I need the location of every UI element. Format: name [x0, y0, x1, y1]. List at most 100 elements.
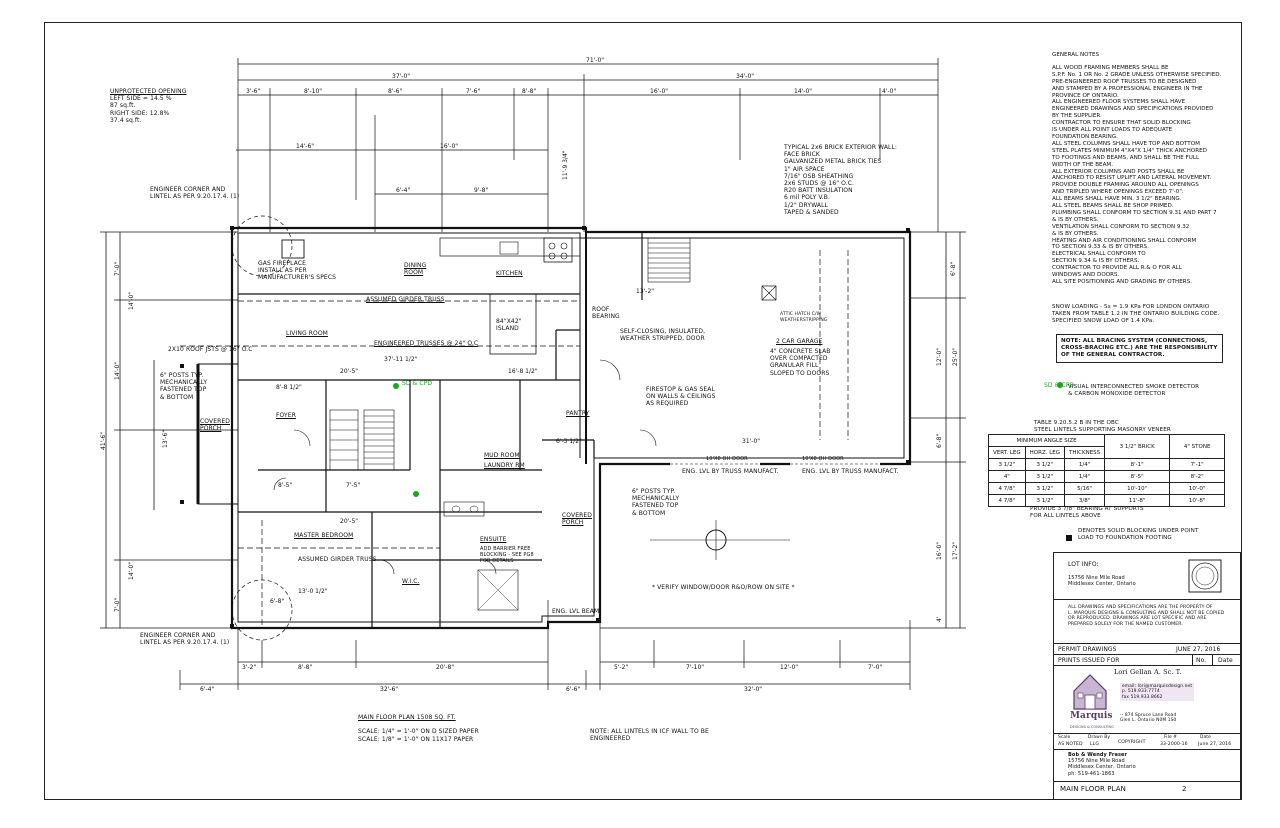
lintel-table: MINIMUM ANGLE SIZE 3 1/2" BRICK 4" STONE… [987, 434, 1226, 507]
eng-lvl-label-2: ENG. LVL BY TRUSS MANUFACT. [802, 468, 899, 475]
dim-left-3: 14'-0" [114, 361, 121, 380]
dim-int-3: 16'-8 1/2" [508, 368, 538, 375]
dim-int-8: 8'-5" [278, 482, 293, 489]
dim-bottom-6: 12'-0" [780, 664, 799, 671]
general-note-line: ALL SITE POSITIONING AND GRADING BY OTHE… [1052, 279, 1193, 285]
house-logo-icon [1073, 674, 1107, 710]
permit-label: PERMIT DRAWINGS [1058, 646, 1117, 653]
room-kitchen: KITCHEN [496, 270, 523, 277]
dim-top-seg-8: 4'-0" [882, 88, 897, 95]
dim-int-4: 8'-8 1/2" [276, 384, 302, 391]
general-note-line: IS UNDER ALL POINT LOADS TO ADEQUATE [1052, 127, 1173, 134]
room-dining: DINING ROOM [404, 262, 427, 277]
no-header: No. [1196, 657, 1207, 664]
general-note-line: AND TRIPLED WHERE OPENINGS EXCEED 7'-0". [1052, 189, 1184, 196]
table-row: 4 7/8"3 1/2"5/16"10'-10"10'-0" [988, 482, 1226, 495]
general-note-line: TO FOOTINGS AND BEAMS, AND SHALL BE THE … [1052, 154, 1200, 161]
dim-left-4: 13'-6" [162, 429, 169, 448]
general-note-line: BY THE SUPPLIER. [1052, 113, 1102, 120]
dim-top-seg-3: 8'-6" [388, 88, 403, 95]
roof-bearing-label: ROOF BEARING [592, 306, 620, 321]
smoke-detector-label: SD & CPD [402, 380, 433, 387]
general-note-line: SECTION 9.34 & IS BY OTHERS. [1052, 258, 1140, 265]
dim-top-seg-9: 14'-6" [296, 143, 315, 150]
copyright-label: COPYRIGHT [1118, 740, 1146, 745]
general-notes: GENERAL NOTES ALL WOOD FRAMING MEMBERS S… [1052, 52, 1237, 286]
eng-lvl-beam-label: ENG. LVL BEAM [552, 608, 600, 615]
room-mud: MUD ROOM [484, 452, 520, 459]
dim-top-seg-1: 3'-6" [246, 88, 261, 95]
meta-scale-label: Scale [1058, 735, 1071, 740]
dim-bottom-4: 5'-2" [614, 664, 629, 671]
dim-bottom-8: 6'-4" [200, 686, 215, 693]
dim-int-5: 13'-2" [636, 288, 655, 295]
meta-date-label: Date [1200, 735, 1211, 740]
general-note-line: & IS BY OTHERS. [1052, 216, 1099, 223]
prints-issued-label: PRINTS ISSUED FOR [1058, 657, 1120, 664]
room-garage: 2 CAR GARAGE [776, 338, 823, 345]
meta-drawn-label: Drawn By [1088, 735, 1111, 740]
permit-date: JUNE 27, 2016 [1176, 646, 1221, 653]
dim-int-12: 6'-8" [270, 598, 285, 605]
dim-right-overall: 25'-0" [952, 347, 959, 366]
scale-note-2: SCALE: 1/8" = 1'-0" ON 11X17 PAPER [358, 736, 474, 743]
dim-int-6: 31'-0" [742, 438, 761, 445]
room-living: LIVING ROOM [286, 330, 328, 337]
meta-drawn-value: LLG [1090, 742, 1099, 747]
roof-joists-label: 2X10 ROOF JSTS @ 16" O.C [168, 346, 253, 353]
dim-bottom-11: 32'-0" [744, 686, 763, 693]
verify-note: * VERIFY WINDOW/DOOR R&O/ROW ON SITE * [652, 584, 795, 591]
general-note-line: FOUNDATION BEARING. [1052, 133, 1118, 140]
table-row: 4 7/8"3 1/2"3/8"11'-8"10'-8" [988, 494, 1226, 507]
dim-garage-width: 34'-0" [736, 73, 755, 80]
client-info: Bob & Wendy Fraser 15756 Nine Mile Road … [1068, 752, 1136, 777]
dim-overall-width: 71'-0" [586, 57, 605, 64]
general-note-line: ANCHORED TO RESIST UPLIFT AND LATERAL MO… [1052, 175, 1212, 182]
designer-name: Lori Gellan A. Sc. T. [1114, 668, 1182, 676]
dim-bottom-3: 20'-8" [436, 664, 455, 671]
company-logo: Marquis [1070, 711, 1113, 721]
date-header: Date [1218, 657, 1233, 664]
dim-left-1: 7'-0" [114, 261, 121, 276]
room-foyer: FOYER [276, 412, 296, 419]
dim-right-4: 16'-0" [936, 541, 943, 560]
general-note-line: ALL BEAMS SHALL HAVE MIN. 3 1/2" BEARING… [1052, 196, 1182, 203]
room-ensuite: ENSUITE [480, 536, 507, 543]
dim-bottom-10: 6'-6" [566, 686, 581, 693]
garage-door-2: 10'X8 OH DOOR [802, 456, 844, 462]
general-note-line: PROVIDE DOUBLE FRAMING AROUND ALL OPENIN… [1052, 182, 1199, 189]
dim-house-width: 37'-0" [392, 73, 411, 80]
dim-int-9: 7'-5" [346, 482, 361, 489]
general-note-line: CONTRACTOR TO PROVIDE ALL R.& O FOR ALL [1052, 265, 1182, 272]
dim-bottom-9: 32'-6" [380, 686, 399, 693]
room-laundry: LAUNDRY RM [484, 462, 525, 469]
dim-int-1: 37'-11 1/2" [384, 356, 418, 363]
general-note-line: PRE-ENGINEERED ROOF TRUSSES TO BE DESIGN… [1052, 78, 1197, 85]
general-note-line: TO SECTION 9.33 & IS BY OTHERS. [1052, 244, 1149, 251]
eng-lvl-label-1: ENG. LVL BY TRUSS MANUFACT. [682, 468, 779, 475]
self-closing-note: SELF-CLOSING, INSULATED,WEATHER STRIPPED… [620, 328, 706, 343]
general-note-line: ALL WOOD FRAMING MEMBERS SHALL BE [1052, 64, 1169, 71]
dim-int-7: 20'-5" [340, 518, 359, 525]
dim-right-6: 4' [936, 616, 943, 622]
dim-int-10: 6'-3 1/2" [556, 438, 582, 445]
general-note-line: & IS BY OTHERS. [1052, 230, 1099, 237]
smoke-legend: VISUAL INTERCONNECTED SMOKE DETECTOR& CA… [1068, 384, 1200, 397]
scale-note-1: SCALE: 1/4" = 1'-0" ON D SIZED PAPER [358, 728, 479, 735]
unprotected-opening: UNPROTECTED OPENING LEFT SIDE = 14.5 % 8… [110, 88, 187, 124]
dim-top-seg-2: 8'-10" [304, 88, 323, 95]
table-row: 4"3 1/2"1/4"8'-5"8'-2" [988, 470, 1226, 483]
island-label: 84"X42" ISLAND [496, 318, 522, 333]
dim-top-seg-5: 8'-8" [522, 88, 537, 95]
general-note-line: ALL ENGINEERED FLOOR SYSTEMS SHALL HAVE [1052, 99, 1186, 106]
